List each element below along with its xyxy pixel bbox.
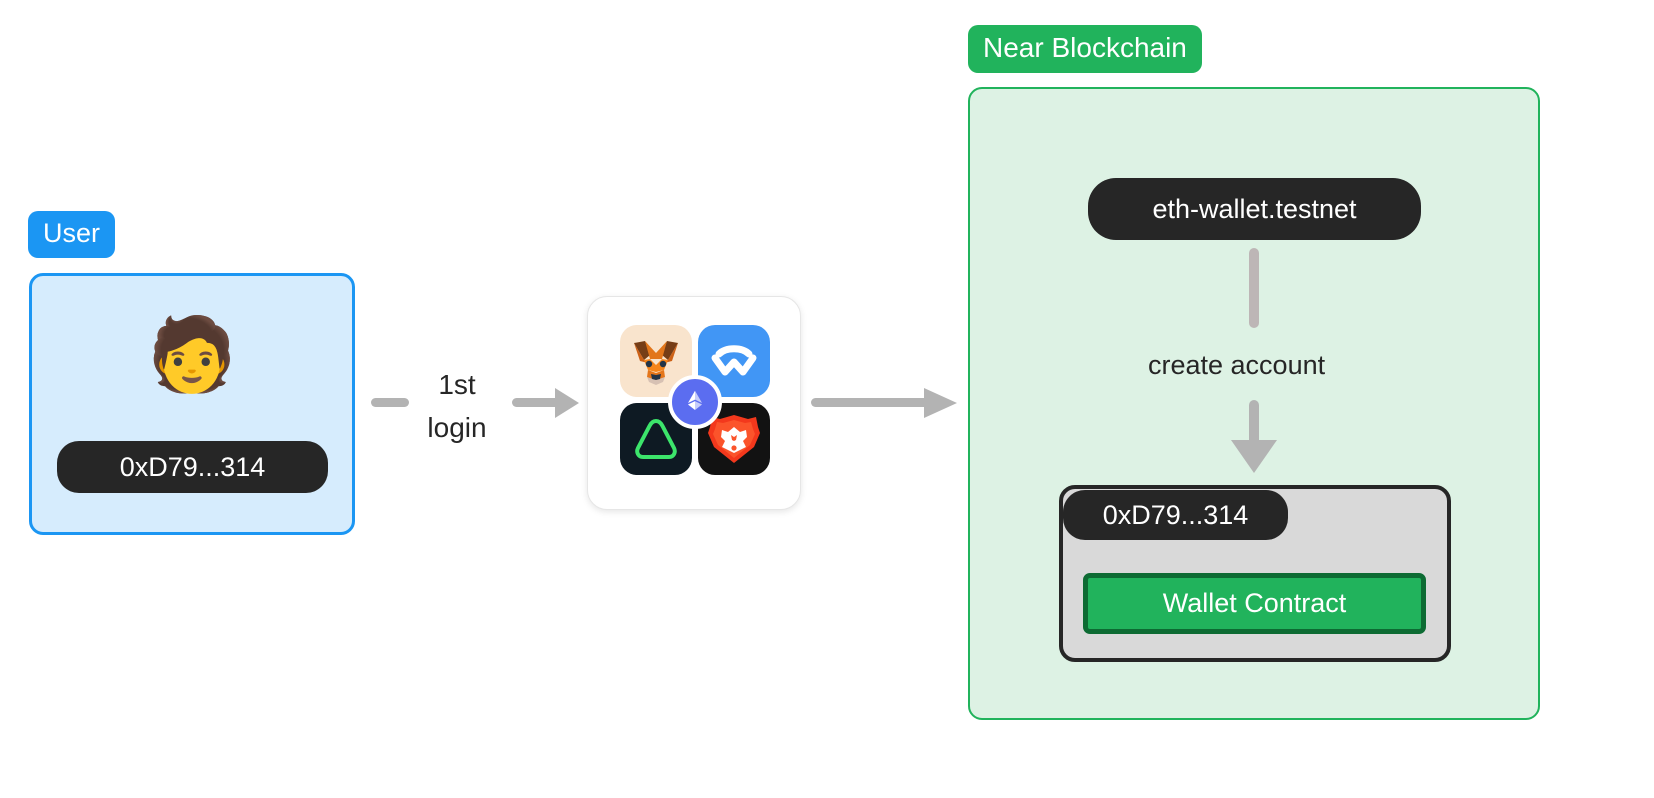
walletconnect-icon[interactable] [698, 325, 770, 397]
edge-account-to-label-line [1249, 248, 1259, 328]
near-account-badge: eth-wallet.testnet [1088, 178, 1421, 240]
user-address-badge: 0xD79...314 [57, 441, 328, 493]
metamask-fox-icon[interactable] [620, 325, 692, 397]
edge-user-to-wallets-line [512, 398, 560, 407]
arrowhead-down-icon [1231, 440, 1277, 473]
group-label-near-blockchain: Near Blockchain [968, 25, 1202, 73]
person-emoji-icon: 🧑 [147, 315, 237, 395]
user-group-box: 🧑 [29, 273, 355, 535]
edge-user-to-wallets-stub [371, 398, 409, 407]
edge-label-to-contract-line [1249, 400, 1259, 445]
contract-address-badge: 0xD79...314 [1063, 490, 1288, 540]
arrowhead-right-icon [555, 388, 579, 418]
edge-label-create-account: create account [1148, 350, 1326, 380]
arrowhead-right-icon [924, 388, 957, 418]
ethereum-diamond-icon [668, 375, 722, 429]
edge-label-first-login: 1st login [427, 369, 487, 443]
edge-wallets-to-near-line [811, 398, 928, 407]
wallet-contract-button[interactable]: Wallet Contract [1083, 573, 1426, 634]
group-label-user: User [28, 211, 116, 258]
